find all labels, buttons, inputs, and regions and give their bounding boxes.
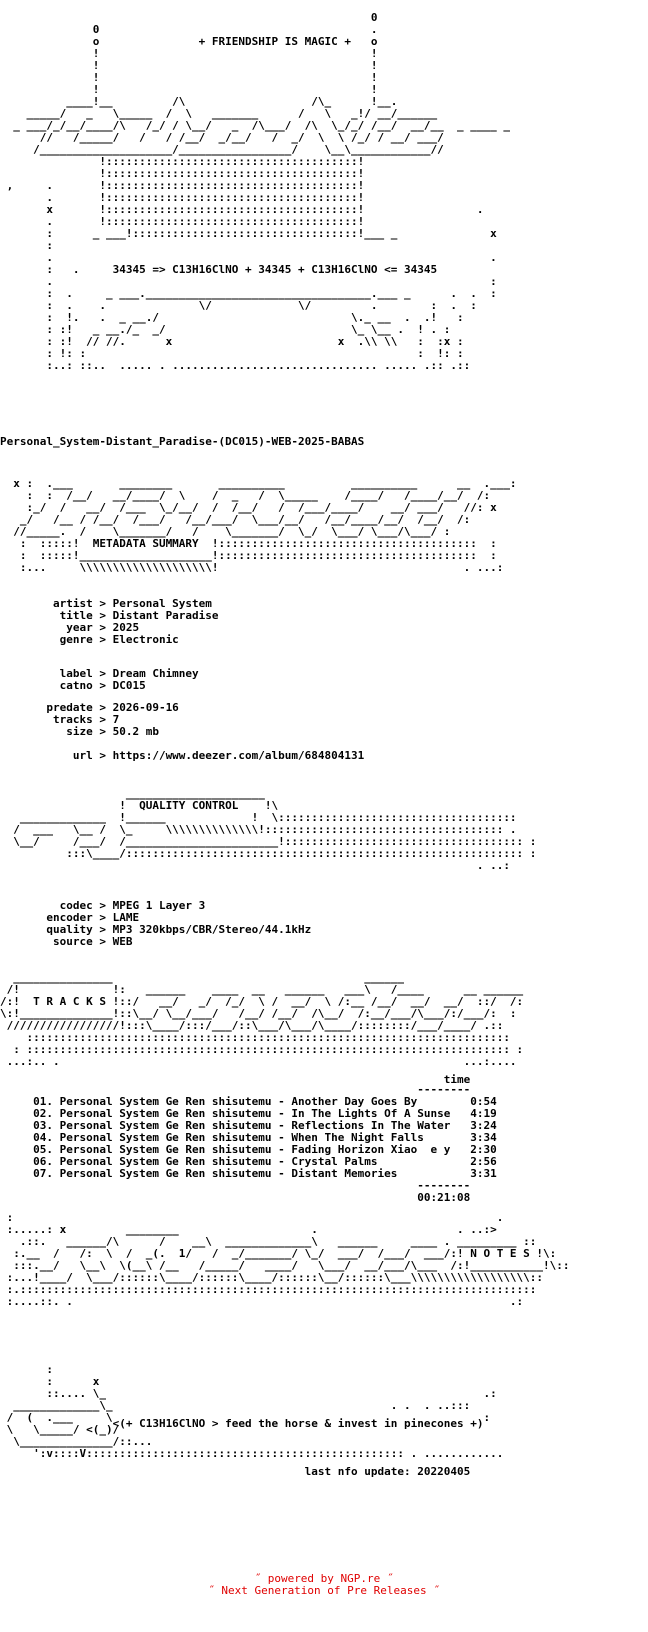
track-row: 02. Personal System Ge Ren shisutemu - I… (0, 1107, 497, 1120)
last-nfo-update: last nfo update: 20220405 (0, 1465, 471, 1478)
notes-banner-art: : . :.....: x ________ . . ..:> .::. ___… (6, 1211, 570, 1308)
footer: ˝ powered by NGP.re ˝ ˝ Next Generation … (0, 1573, 648, 1597)
track-row: 06. Personal System Ge Ren shisutemu - C… (0, 1155, 497, 1168)
track-row: 04. Personal System Ge Ren shisutemu - W… (0, 1131, 497, 1144)
quality-source: source > WEB (0, 935, 133, 948)
quality-encoder: encoder > LAME (0, 911, 140, 924)
meta-label: label > Dream Chimney (0, 667, 199, 680)
tracklist-total: 00:21:08 (0, 1191, 471, 1204)
tracklist-time-header: time (0, 1073, 471, 1086)
header-ascii-art: 0 0 . o + FRIENDSHIP IS MAGIC + o ! (6, 11, 510, 372)
metadata-banner-art: x : .___ ________ __________ __________ … (13, 477, 517, 574)
bottom-ascii-art: : : x ::.... \_ (6, 1363, 504, 1460)
quality-quality: quality > MP3 320kbps/CBR/Stereo/44.1kHz (0, 923, 312, 936)
meta-tracks: tracks > 7 (0, 713, 120, 726)
track-row: 07. Personal System Ge Ren shisutemu - D… (0, 1167, 497, 1180)
meta-genre: genre > Electronic (0, 633, 179, 646)
track-row: 03. Personal System Ge Ren shisutemu - R… (0, 1119, 497, 1132)
meta-year: year > 2025 (0, 621, 140, 634)
meta-url: url > https://www.deezer.com/album/68480… (0, 749, 365, 762)
tracks-banner-art: _______________ ______ /! !: ______ ____… (0, 971, 524, 1068)
meta-title: title > Distant Paradise (0, 609, 219, 622)
nfo-document: 0 0 . o + FRIENDSHIP IS MAGIC + o ! (0, 0, 648, 1478)
release-name: Personal_System-Distant_Paradise-(DC015)… (0, 435, 365, 448)
track-row: 05. Personal System Ge Ren shisutemu - F… (0, 1143, 497, 1156)
slogan: <(+ C13H16ClNO > feed the horse & invest… (0, 1417, 484, 1430)
meta-predate: predate > 2026-09-16 (0, 701, 179, 714)
meta-catno: catno > DC015 (0, 679, 146, 692)
meta-artist: artist > Personal System (0, 597, 212, 610)
footer-powered-by[interactable]: ˝ powered by NGP.re ˝ (254, 1572, 394, 1585)
track-row: 01. Personal System Ge Ren shisutemu - A… (0, 1095, 497, 1108)
tracklist-rule-top: -------- (0, 1083, 471, 1096)
tracklist-rule-bottom: -------- (0, 1179, 471, 1192)
footer-tagline: ˝ Next Generation of Pre Releases ˝ (208, 1584, 440, 1597)
meta-size: size > 50.2 mb (0, 725, 159, 738)
quality-codec: codec > MPEG 1 Layer 3 (0, 899, 206, 912)
quality-banner-art: _____________________ ! QUALITY CONTROL … (13, 787, 537, 872)
